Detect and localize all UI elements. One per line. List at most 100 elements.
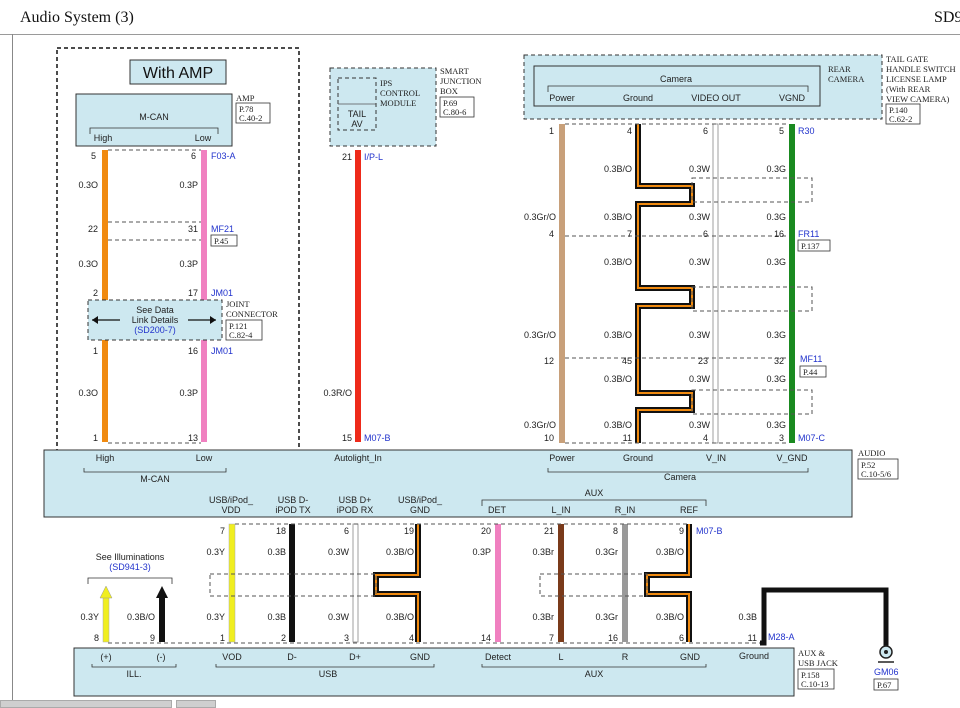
audio-pin-low: Low — [196, 453, 213, 463]
audio-pin-high: High — [96, 453, 115, 463]
cam-conn-fr11: FR11 — [798, 229, 819, 239]
title-bar: Audio System (3) SD9 — [0, 0, 960, 35]
jack-lbl-gnd-usb: GND — [410, 652, 431, 662]
jack-pin-2: 2 — [281, 633, 286, 643]
cam-bot-pin-3: 3 — [779, 433, 784, 443]
cam-vgnd-wire-1: 0.3G — [766, 164, 786, 174]
jack-pin-14: 14 — [481, 633, 491, 643]
camera-shield-1 — [691, 177, 813, 203]
amp-wire-p-2: 0.3P — [179, 259, 198, 269]
ips-name-3: MODULE — [380, 98, 416, 108]
camera-pin-vgnd: VGND — [779, 93, 806, 103]
cam-mid-pin-16: 16 — [774, 229, 784, 239]
audio-aux-rin: R_IN — [615, 505, 636, 515]
sjb-name-3: BOX — [440, 86, 458, 96]
aux-wire-gr-1: 0.3Gr — [595, 547, 618, 557]
horizontal-scrollbar-thumb[interactable] — [0, 700, 172, 708]
tailgate-ref-1: P.140 — [889, 105, 908, 115]
amp-pin-22: 22 — [88, 224, 98, 234]
aux-wire-br-1: 0.3Br — [532, 547, 554, 557]
camera-ground-wire — [635, 124, 695, 443]
joint-see-ref[interactable]: (SD200-7) — [134, 325, 176, 335]
jack-pin-4: 4 — [409, 633, 414, 643]
audio-usb-dp-1: USB D+ — [339, 495, 372, 505]
jack-pin-11: 11 — [748, 633, 757, 643]
amp-pin-31: 31 — [188, 224, 198, 234]
audio-lpin-7: 7 — [220, 526, 225, 536]
amp-pin-6: 6 — [191, 151, 196, 161]
amp-pin-high: High — [94, 133, 113, 143]
ips-name-2: CONTROL — [380, 88, 420, 98]
amp-wire-o-2: 0.3O — [78, 259, 98, 269]
jack-lbl-detect: Detect — [485, 652, 512, 662]
aux-wire-p-1: 0.3P — [472, 547, 491, 557]
cam-vgnd-wire-3: 0.3G — [766, 257, 786, 267]
cam-gnd-wire-5: 0.3B/O — [604, 374, 632, 384]
with-amp-label: With AMP — [143, 65, 213, 82]
amp-ref-box — [235, 102, 271, 124]
audio-usb-dm-1: USB D- — [278, 495, 309, 505]
usb-wire-w-2: 0.3W — [328, 612, 350, 622]
amp-wire-p-3: 0.3P — [179, 388, 198, 398]
gm06-label: GM06 — [874, 667, 899, 677]
audio-ref-box — [857, 458, 899, 480]
cam-bot-pin-11: 11 — [623, 433, 632, 443]
amp-pin-low: Low — [195, 133, 212, 143]
jack-lbl-dp: D+ — [349, 652, 361, 662]
usb-dm-wire — [289, 524, 295, 642]
joint-ref-1: P.121 — [229, 321, 248, 331]
camera-pin-ground: Ground — [623, 93, 653, 103]
horizontal-scrollbar-button[interactable] — [176, 700, 216, 708]
audio-usb-dp-2: iPOD RX — [337, 505, 374, 515]
ill-see: See Illuminations — [96, 552, 165, 562]
usb-wire-b-1: 0.3B — [267, 547, 286, 557]
gm06-ref-box — [873, 678, 899, 691]
cam-pin-6: 6 — [703, 126, 708, 136]
sjb-name-2: JUNCTION — [440, 76, 482, 86]
camera-title: Camera — [660, 74, 692, 84]
jack-aux-bracket — [481, 664, 707, 668]
amp-ref-1: P.78 — [239, 104, 253, 114]
usb-wire-bo-2: 0.3B/O — [386, 612, 414, 622]
cam-gnd-wire-2: 0.3B/O — [604, 212, 632, 222]
joint-name-1: JOINT — [226, 299, 250, 309]
joint-arrow-left-head — [92, 316, 98, 324]
jack-ill-plus: (+) — [100, 652, 111, 662]
gm06-ground-center — [884, 650, 888, 654]
camera-pin-power: Power — [549, 93, 575, 103]
tailgate-ref-2: C.62-2 — [889, 114, 912, 124]
jack-ill-bracket — [91, 664, 177, 668]
ill-wire-bo: 0.3B/O — [127, 612, 155, 622]
jack-ill-minus: (-) — [157, 652, 166, 662]
audio-lpin-18: 18 — [276, 526, 286, 536]
cam-gnd-wire-1: 0.3B/O — [604, 164, 632, 174]
page-title: Audio System (3) — [20, 9, 134, 26]
camera-shield-2 — [691, 286, 813, 312]
tailgate-2: HANDLE SWITCH — [886, 64, 956, 74]
cam-gnd-wire-4: 0.3B/O — [604, 330, 632, 340]
amp-wire-o-3: 0.3O — [78, 388, 98, 398]
joint-ref-2: C.82-4 — [229, 330, 253, 340]
ill-see-ref[interactable]: (SD941-3) — [109, 562, 151, 572]
cam-power-wire-2: 0.3Gr/O — [524, 330, 556, 340]
page-code: SD9 — [934, 9, 960, 26]
amp-low-wire — [201, 150, 207, 442]
audio-camera-bracket — [547, 468, 809, 473]
cam-pin-5: 5 — [779, 126, 784, 136]
ill-minus-wire — [159, 596, 165, 642]
aux-gnd-wire — [644, 524, 692, 642]
amp-mf21-ref: P.45 — [214, 236, 228, 246]
jack-ref-2: C.10-13 — [801, 679, 829, 689]
audio-lpin-20: 20 — [481, 526, 491, 536]
amp-box — [75, 93, 233, 147]
aux-usb-jack-box — [73, 647, 795, 697]
ips-pin-21: 21 — [342, 152, 352, 162]
ips-tail-1: TAIL — [348, 109, 366, 119]
cam-vgnd-wire-5: 0.3G — [766, 374, 786, 384]
jack-pin-16: 16 — [608, 633, 618, 643]
jack-lbl-dm: D- — [287, 652, 297, 662]
amp-mf21-ref-box — [210, 234, 238, 247]
aux-det-wire — [495, 524, 501, 642]
jack-lbl-l: L — [558, 652, 563, 662]
audio-pin-1: 1 — [93, 433, 98, 443]
